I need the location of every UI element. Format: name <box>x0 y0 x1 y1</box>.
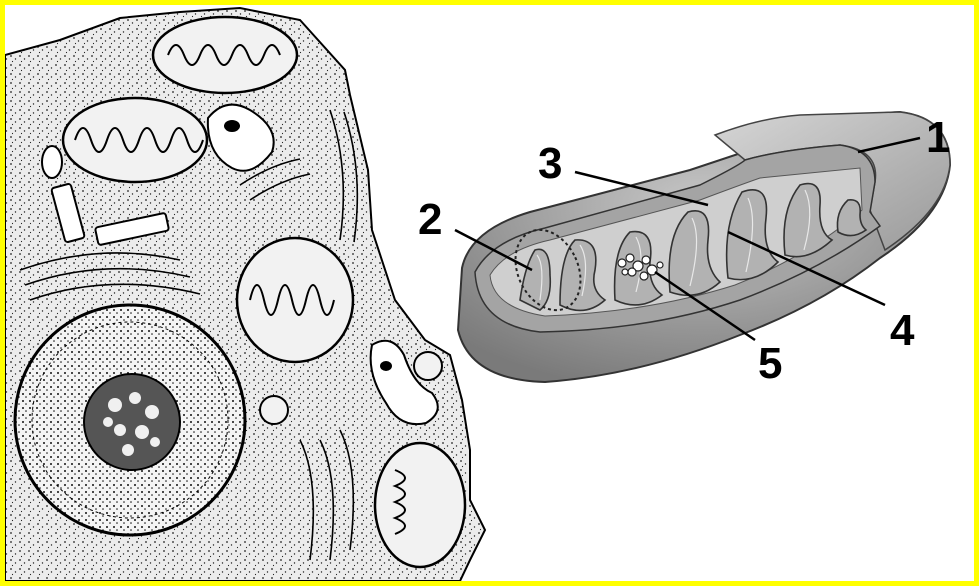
label-2: 2 <box>418 195 442 244</box>
diagram-canvas: 1 2 3 4 5 <box>5 5 974 581</box>
cell-mitochondrion-2 <box>63 98 207 182</box>
label-4: 4 <box>890 306 915 355</box>
cell-mitochondrion-4 <box>375 443 465 567</box>
mitochondrion-illustration <box>458 112 950 382</box>
cell-mitochondrion-3 <box>237 238 353 362</box>
cell-mitochondrion-1 <box>153 17 297 93</box>
cell-vesicle <box>260 396 288 424</box>
diagram-svg: 1 2 3 4 5 <box>5 5 974 581</box>
cell-illustration <box>5 8 485 581</box>
cell-vacuole-dot <box>224 120 240 132</box>
label-3: 3 <box>538 139 562 188</box>
cell-vesicle <box>414 352 442 380</box>
cell-vacuole-dot <box>380 361 392 371</box>
label-5: 5 <box>758 339 782 388</box>
label-1: 1 <box>926 113 950 162</box>
nucleolus <box>84 374 180 470</box>
cell-organelle-small <box>42 146 62 178</box>
